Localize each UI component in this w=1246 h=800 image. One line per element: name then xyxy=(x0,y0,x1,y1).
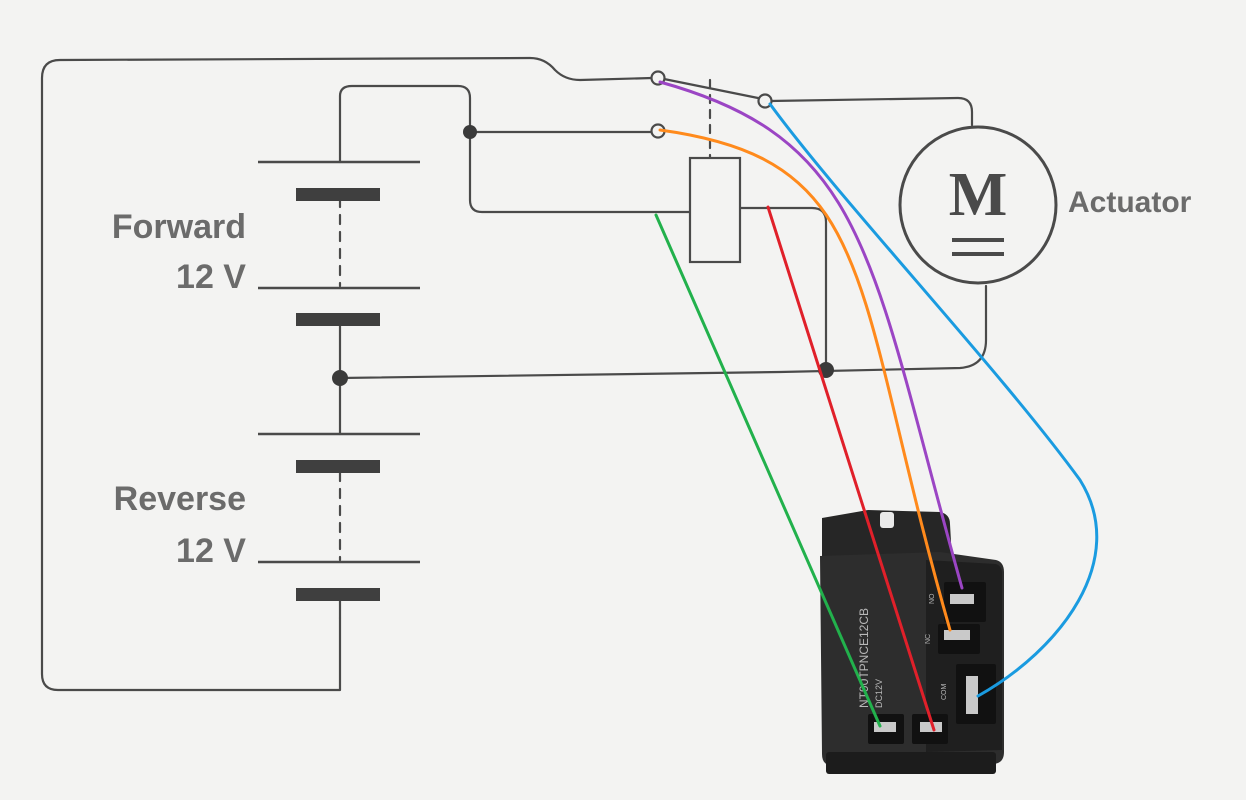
relay-mount-flange xyxy=(822,510,952,562)
actuator-label: Actuator xyxy=(1068,186,1192,219)
relay-coil-text: DC12V xyxy=(874,679,884,708)
orange-wire xyxy=(658,128,952,632)
relay-terminal-com-blade xyxy=(966,676,978,714)
forward-battery xyxy=(258,160,420,326)
reverse-label: Reverse xyxy=(114,480,246,518)
forward-voltage-label: 12 V xyxy=(176,258,246,296)
relay-pin-nc-label: NC xyxy=(925,634,932,644)
relay-pin-com-label: COM xyxy=(941,684,948,701)
outer-loop-wire xyxy=(40,56,654,692)
middle-common-wire xyxy=(338,284,988,380)
forward-battery-plate-short xyxy=(296,188,380,201)
relay-terminal-nc-blade xyxy=(944,630,970,640)
junction-dot-top xyxy=(463,125,477,139)
battery-top-wire xyxy=(338,84,472,164)
reverse-battery xyxy=(258,432,420,601)
relay-pin-no-label: NO xyxy=(929,593,936,604)
reverse-battery-plate-short xyxy=(296,460,380,473)
switch-blade xyxy=(662,77,760,100)
relay-coil-symbol xyxy=(688,156,742,264)
reverse-voltage-label: 12 V xyxy=(176,532,246,570)
red-wire xyxy=(766,205,936,732)
green-wire xyxy=(654,213,882,728)
relay-terminal-coil-2-blade xyxy=(920,722,942,732)
relay-mount-slot xyxy=(880,512,894,528)
purple-wire xyxy=(658,80,964,590)
coil-input-wire xyxy=(468,130,692,214)
switch-to-motor-wire xyxy=(768,96,974,127)
relay-terminal-no-blade xyxy=(950,594,974,604)
relay-body: NT90TPNCE12CB DC12V NO NC COM xyxy=(820,510,1004,774)
junction-dot-left xyxy=(332,370,348,386)
forward-battery-plate-short-2 xyxy=(296,313,380,326)
motor-letter: M xyxy=(949,161,1008,229)
reverse-battery-plate-short-2 xyxy=(296,588,380,601)
switch-contact-no xyxy=(757,93,773,109)
relay-terminal-coil-1-blade xyxy=(874,722,896,732)
relay-base-lip xyxy=(826,752,996,774)
motor-symbol: M xyxy=(898,125,1058,285)
motor-circle xyxy=(898,125,1058,285)
forward-label: Forward xyxy=(112,208,246,246)
colored-wires xyxy=(654,80,1099,732)
blue-wire xyxy=(768,102,1099,698)
